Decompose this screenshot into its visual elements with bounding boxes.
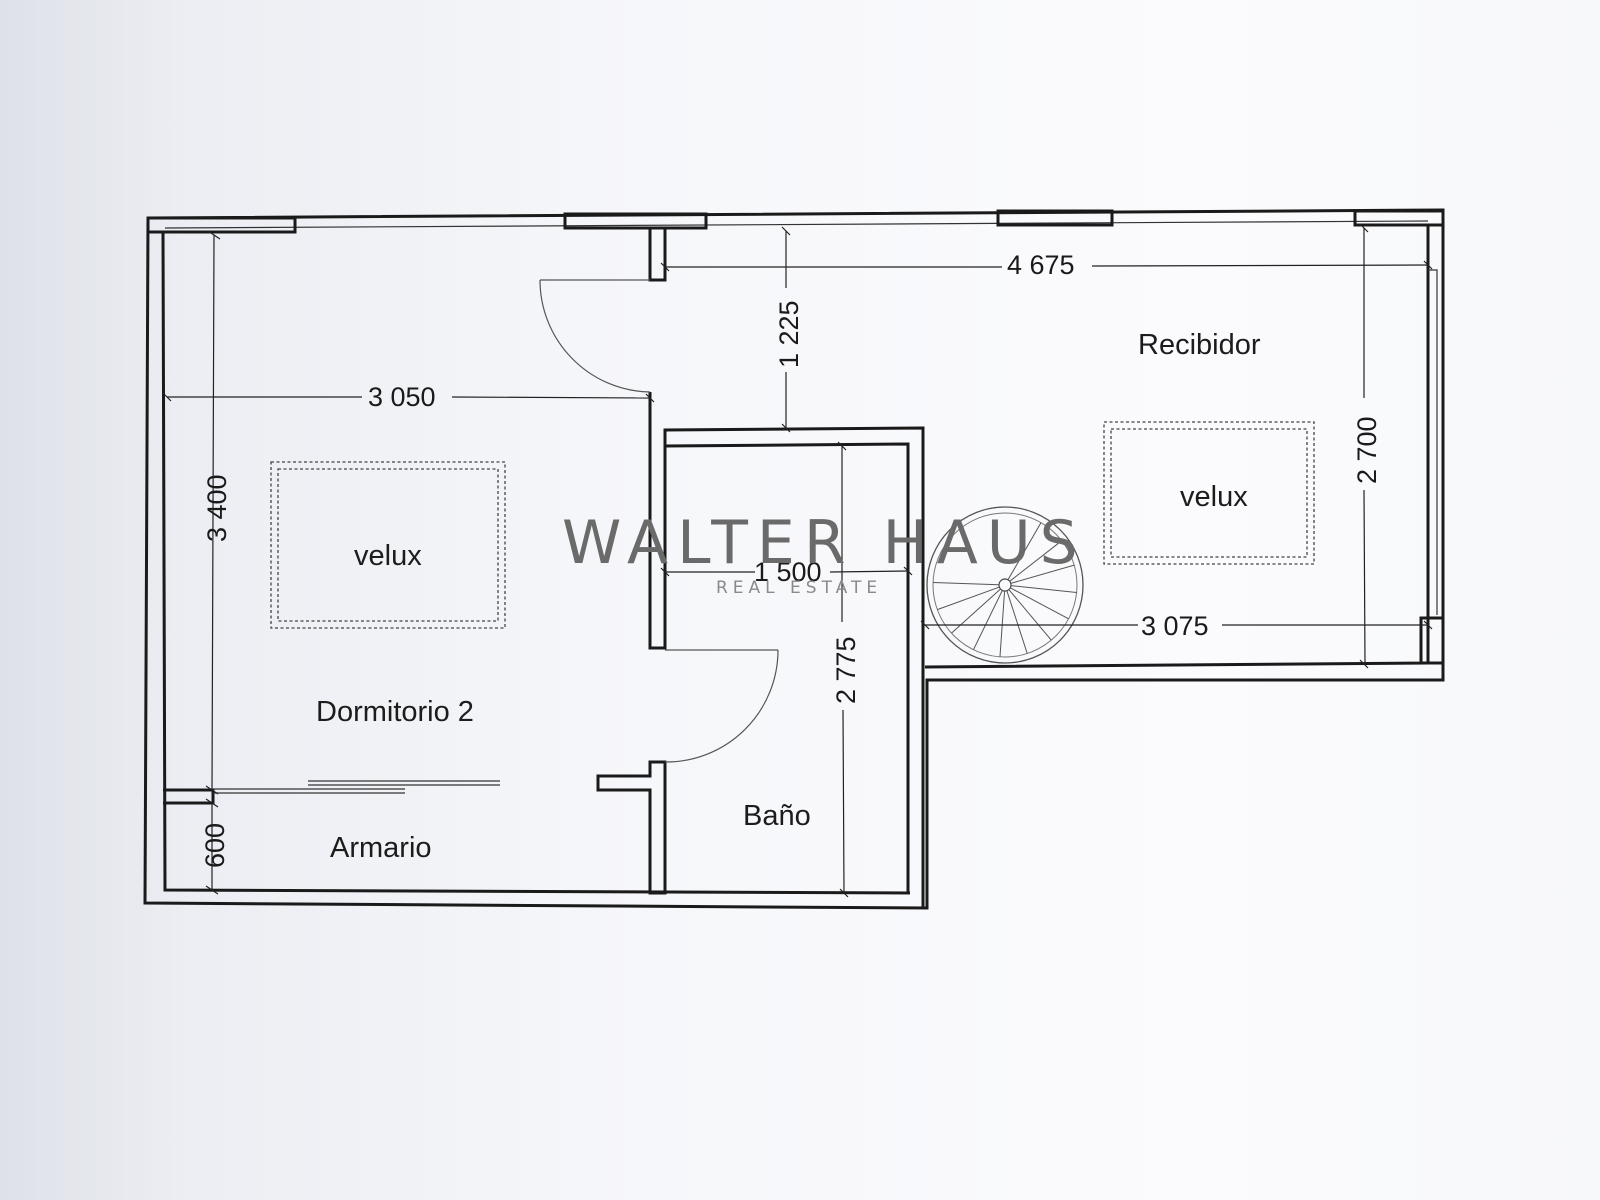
bathroom-label: Baño	[743, 800, 811, 832]
room-labels: Dormitorio 2 Armario Baño Recibidor velu…	[316, 329, 1261, 864]
watermark-tagline: REAL ESTATE	[716, 578, 882, 598]
dimension-lines	[162, 223, 1433, 898]
wardrobe-label: Armario	[330, 832, 432, 864]
watermark: WALTER HAUS REAL ESTATE	[562, 508, 1087, 598]
wardrobe-doors	[213, 780, 500, 794]
dim-bedroom-width: 3 050	[368, 382, 436, 412]
spiral-staircase	[926, 506, 1084, 664]
skylight-right-label: velux	[1180, 481, 1248, 513]
skylight-right	[1103, 421, 1315, 565]
dim-bathroom-width: 1 500	[754, 557, 822, 587]
watermark-brand: WALTER HAUS	[562, 508, 1087, 578]
dim-bedroom-height: 3 400	[202, 474, 232, 542]
skylight-left-label: velux	[354, 540, 422, 572]
dim-hall-height: 2 700	[1352, 416, 1382, 484]
hall-label: Recibidor	[1138, 329, 1261, 361]
skylight-left	[270, 461, 506, 629]
interior-walls	[163, 228, 925, 908]
dim-hall-width: 4 675	[1007, 250, 1075, 280]
dim-corridor: 1 225	[774, 300, 804, 368]
dim-hall-lower-width: 3 075	[1141, 611, 1209, 641]
dim-wardrobe-depth: 600	[200, 823, 230, 868]
bedroom-label: Dormitorio 2	[316, 696, 474, 728]
windows	[146, 209, 1445, 665]
door-swings	[539, 279, 779, 763]
dim-bathroom-height: 2 775	[831, 636, 861, 704]
dimension-labels: 3 050 4 675 1 500 3 075 3 400 600 1 225 …	[200, 250, 1382, 868]
